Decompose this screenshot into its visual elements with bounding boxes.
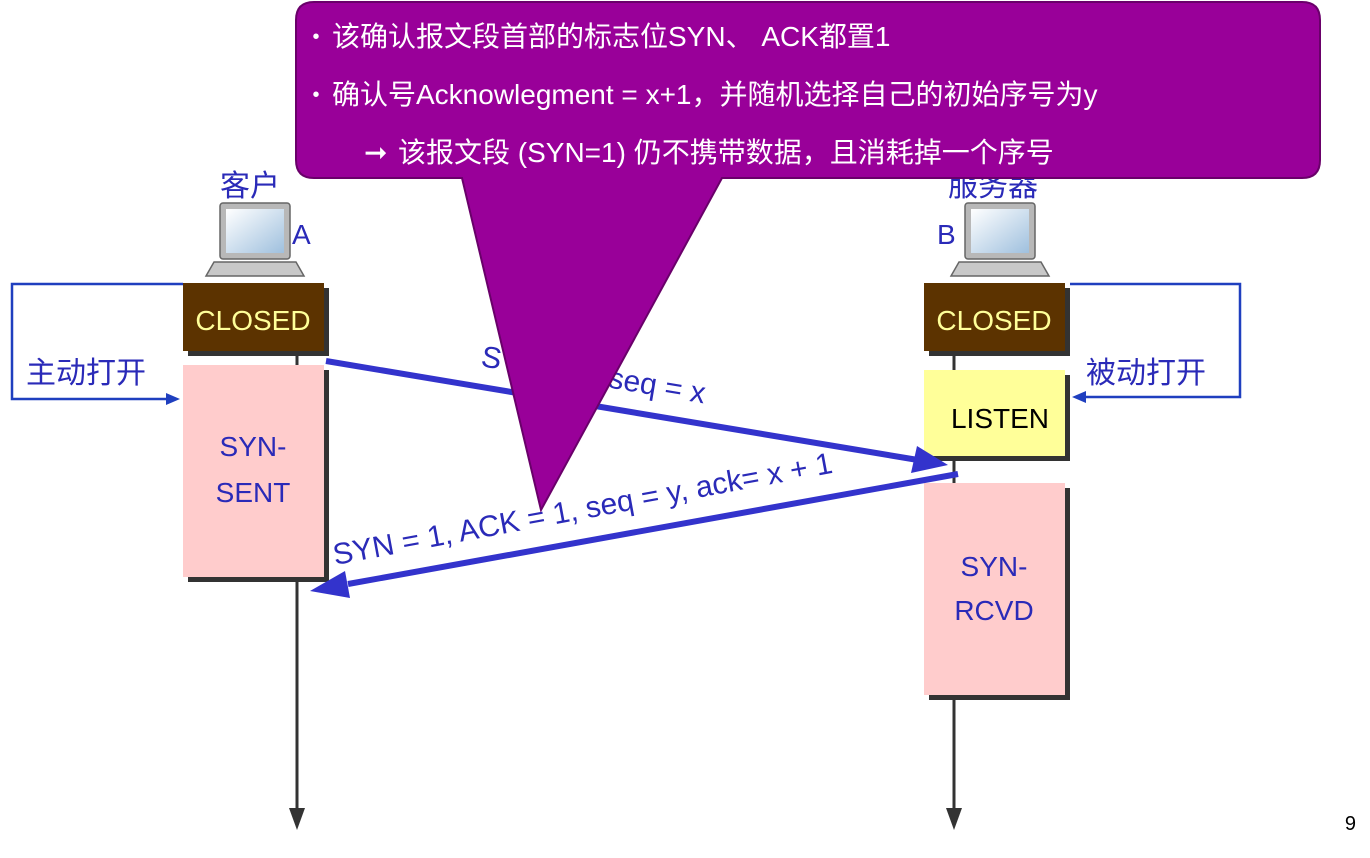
server-laptop-icon [949, 202, 1051, 277]
server-syn-rcvd-line1: SYN- [961, 551, 1028, 582]
callout-bullet-1-text: 该确认报文段首部的标志位SYN、 ACK都置1 [332, 21, 891, 52]
synack-arrow [310, 471, 959, 598]
client-state-closed: CLOSED [183, 283, 329, 356]
syn-arrow [325, 358, 948, 473]
client-syn-sent-line1: SYN- [220, 431, 287, 462]
active-open-loop [10, 282, 183, 405]
server-listen-label: LISTEN [951, 403, 1049, 434]
server-state-closed: CLOSED [924, 283, 1070, 356]
passive-open-loop [1070, 282, 1242, 403]
callout-bullet-2-text: 确认号Acknowlegment = x+1，并随机选择自己的初始序号为y [332, 79, 1098, 110]
server-syn-rcvd-line2: RCVD [954, 595, 1033, 626]
page-number: 9 [1344, 813, 1356, 835]
server-host-letter: B [937, 219, 956, 250]
server-state-listen: LISTEN [924, 370, 1070, 461]
callout-text: • 该确认报文段首部的标志位SYN、 ACK都置1 • 确认号Acknowlegme… [300, 8, 1310, 182]
bullet-glyph: • [312, 26, 320, 48]
callout-sub-bullet-text: 该报文段 (SYN=1) 仍不携带数据，且消耗掉一个序号 [398, 137, 1054, 168]
active-open-label: 主动打开 [26, 356, 146, 391]
callout-bullet-2: • 确认号Acknowlegment = x+1，并随机选择自己的初始序号为y [300, 66, 1310, 124]
bullet-glyph: • [312, 84, 320, 106]
arrow-right-icon: ➞ [364, 137, 388, 168]
callout-bullet-1: • 该确认报文段首部的标志位SYN、 ACK都置1 [300, 8, 1310, 66]
server-state-syn-rcvd: SYN- RCVD [924, 483, 1070, 700]
server-closed-label: CLOSED [936, 305, 1051, 336]
callout-bubble [295, 1, 1321, 513]
client-host-letter: A [292, 219, 311, 250]
client-laptop-icon [204, 202, 306, 277]
passive-open-label: 被动打开 [1086, 356, 1206, 391]
client-role-label: 客户 [220, 169, 280, 204]
client-closed-label: CLOSED [195, 305, 310, 336]
callout-sub-bullet: ➞ 该报文段 (SYN=1) 仍不携带数据，且消耗掉一个序号 [300, 124, 1310, 182]
client-syn-sent-line2: SENT [216, 477, 291, 508]
client-state-syn-sent: SYN- SENT [183, 365, 329, 582]
